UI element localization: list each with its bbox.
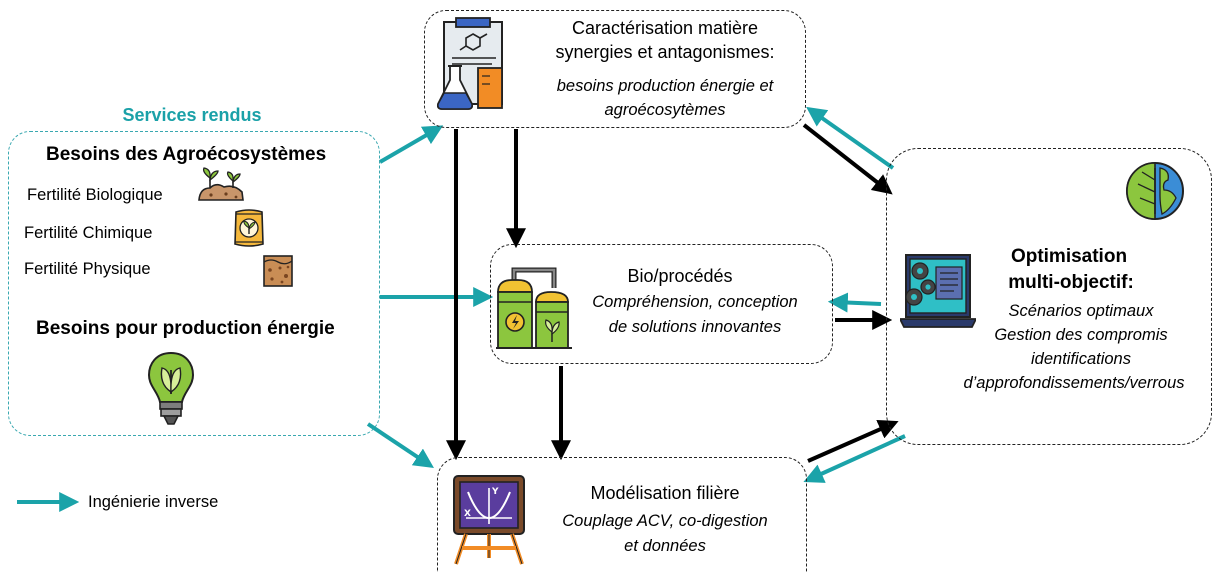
optim-line3: identifications xyxy=(1031,350,1131,368)
chalkboard-graph-icon: Y X xyxy=(453,475,525,565)
caract-line4: agroécosytèmes xyxy=(604,101,726,119)
bio-line1: Compréhension, conception xyxy=(592,293,798,311)
model-line2: et données xyxy=(624,537,706,555)
arrow-model-to-optim xyxy=(807,420,899,463)
arrow-left-to-caracterisation xyxy=(378,125,444,164)
fert-phys-label: Fertilité Physique xyxy=(24,260,151,278)
bioprocedes-box xyxy=(490,244,833,364)
svg-text:X: X xyxy=(464,509,471,519)
arrow-optim-to-bio xyxy=(827,292,882,313)
model-title: Modélisation filière xyxy=(590,483,740,503)
caract-line1: Caractérisation matière xyxy=(571,18,759,38)
arrow-caract-to-optim xyxy=(802,123,893,195)
svg-text:Y: Y xyxy=(491,487,499,497)
optim-line1: Scénarios optimaux xyxy=(1008,302,1154,320)
bio-title: Bio/procédés xyxy=(627,266,733,286)
modelisation-box xyxy=(437,457,807,572)
optimisation-box xyxy=(886,148,1212,445)
fert-bio-label: Fertilité Biologique xyxy=(27,186,163,204)
soil-sprout-icon xyxy=(198,167,244,201)
model-line1: Couplage ACV, co-digestion xyxy=(562,512,768,530)
optim-title1: Optimisation xyxy=(1010,246,1128,267)
laptop-gears-icon xyxy=(900,254,976,328)
legend-label: Ingénierie inverse xyxy=(88,493,219,511)
soil-block-icon xyxy=(263,255,293,287)
optim-line4: d’approfondissements/verrous xyxy=(963,374,1185,392)
agro-title: Besoins des Agroécosystèmes xyxy=(46,144,327,165)
arrow-optim-to-caract xyxy=(806,106,895,170)
services-rendus-title: Services rendus xyxy=(122,105,262,125)
energy-title: Besoins pour production énergie xyxy=(36,318,335,339)
optim-line2: Gestion des compromis xyxy=(994,326,1168,344)
bioprocess-factory-icon xyxy=(496,267,572,349)
lightbulb-leaf-icon xyxy=(147,351,195,425)
caract-line2: synergies et antagonismes: xyxy=(555,42,775,62)
earth-leaf-icon xyxy=(1126,162,1184,220)
bio-line2: de solutions innovantes xyxy=(608,318,782,336)
caracterisation-box xyxy=(424,10,806,128)
caract-line3: besoins production énergie et xyxy=(556,77,774,95)
fertilizer-bag-icon xyxy=(234,209,264,247)
arrow-left-to-modelisation xyxy=(366,422,434,468)
fert-chem-label: Fertilité Chimique xyxy=(24,224,153,242)
arrow-optim-to-model xyxy=(803,434,906,483)
optim-title2: multi-objectif: xyxy=(1008,272,1134,293)
left-panel xyxy=(8,131,380,436)
laboratory-flask-icon xyxy=(436,17,503,110)
